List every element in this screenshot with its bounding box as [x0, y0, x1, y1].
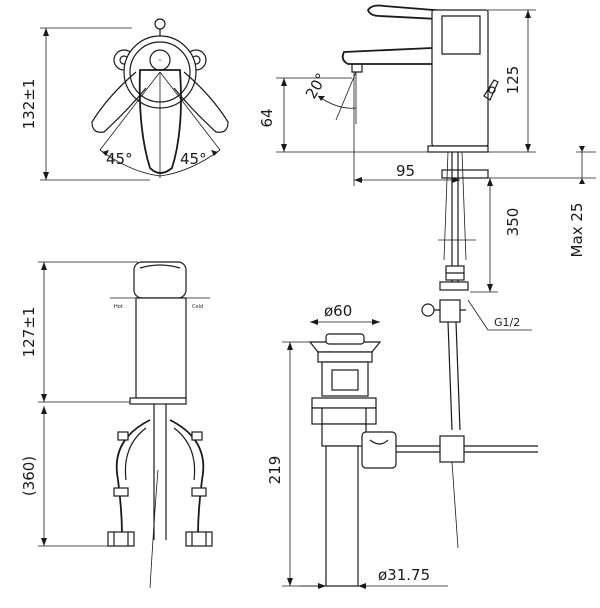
front-view: 127±1 Hot Cold: [20, 261, 213, 589]
dim-132: 132±1: [20, 79, 38, 130]
waste-view: ø60 219 ø31.75: [266, 302, 538, 589]
dim-125: 125: [504, 66, 522, 95]
top-view: 132±1 ~ 45° 45°: [20, 18, 229, 181]
dim-angle-left: 45°: [106, 150, 133, 168]
dim-64: 64: [258, 108, 276, 127]
dim-31-75: ø31.75: [378, 566, 430, 584]
label-cold: Cold: [192, 304, 203, 310]
dim-angle-right: 45°: [180, 150, 207, 168]
side-view: 20° 64 125 95: [258, 4, 596, 431]
dim-max-25: Max 25: [568, 203, 586, 258]
dim-219: 219: [266, 456, 284, 485]
dim-95: 95: [396, 162, 415, 180]
dim-360: (360): [20, 456, 38, 496]
dim-350: 350: [504, 208, 522, 237]
dim-127: 127±1: [20, 307, 38, 358]
svg-text:~: ~: [158, 58, 162, 64]
dim-60: ø60: [324, 302, 352, 320]
label-hot: Hot: [114, 304, 123, 310]
dim-spout-angle: 20°: [302, 70, 331, 102]
label-g12: G1/2: [494, 316, 520, 329]
